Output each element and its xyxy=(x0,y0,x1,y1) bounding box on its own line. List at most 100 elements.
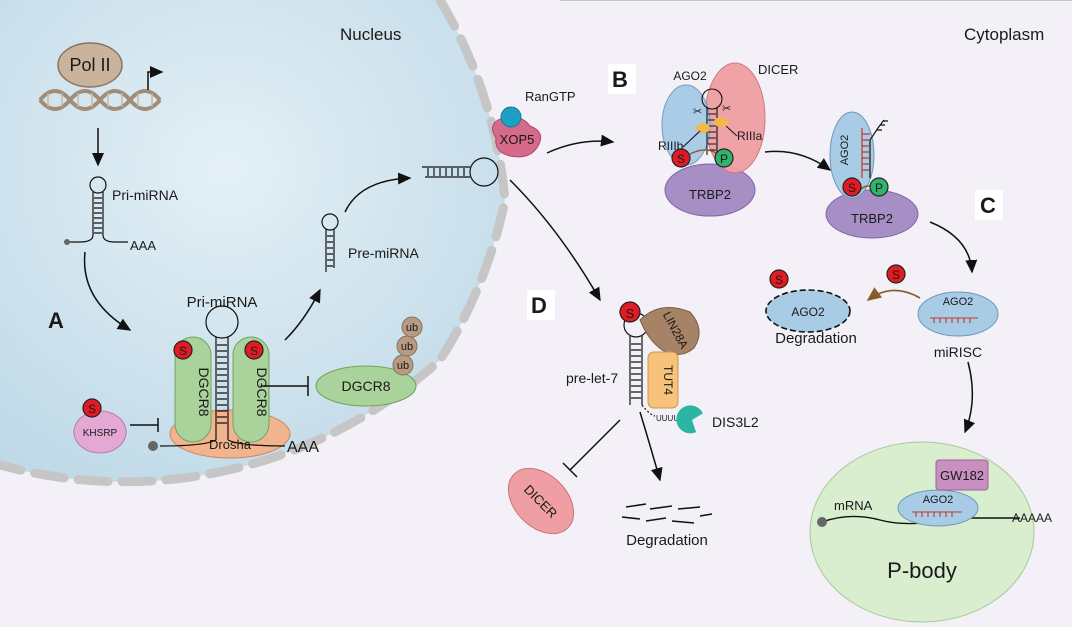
tut4-label: TUT4 xyxy=(661,365,675,395)
pri-mirna-complex-label: Pri-miRNA xyxy=(187,294,258,311)
s-label-khsrp: S xyxy=(88,402,96,416)
panel-b-box xyxy=(608,64,636,94)
khsrp-inhibition xyxy=(130,418,159,432)
mirisc-ago2-protein xyxy=(917,291,999,337)
khsrp-sumo-marker xyxy=(82,398,102,418)
trbp2-label-c: TRBP2 xyxy=(851,211,893,226)
sumo-marker-b xyxy=(671,148,691,168)
panel-d-box xyxy=(527,290,555,320)
p-body-region xyxy=(809,441,1035,623)
ubiquitin-chain xyxy=(392,316,423,376)
panel-label-c: C xyxy=(980,193,996,218)
riiia-label: RIIIa xyxy=(737,129,763,143)
sumo-marker-transfer xyxy=(886,264,906,284)
pol2-icon xyxy=(57,42,123,88)
sumo-marker-c xyxy=(842,177,862,197)
dis3l2-icon xyxy=(676,405,703,434)
p-label-b: P xyxy=(720,152,728,166)
arrow-to-let7 xyxy=(509,179,601,302)
s-label-transfer: S xyxy=(892,268,900,282)
arrow-to-ago2-degradation xyxy=(866,287,921,301)
dgcr8-left-protein xyxy=(174,336,212,443)
transcription-start-arrow xyxy=(147,66,164,90)
mrna-cap-icon xyxy=(817,517,827,527)
nucleus-region xyxy=(0,0,505,482)
p-body-label: P-body xyxy=(887,558,957,583)
ub-label-1: ub xyxy=(397,360,409,372)
ago2-label-mirisc: AGO2 xyxy=(943,296,974,308)
sumo-marker-d xyxy=(619,301,641,323)
panel-label-b: B xyxy=(612,67,628,92)
phospho-marker-b xyxy=(714,148,734,168)
phospho-marker-c xyxy=(869,177,889,197)
ago2-degraded-label: AGO2 xyxy=(791,305,825,319)
dna-rungs xyxy=(47,93,153,107)
degradation-c-label: Degradation xyxy=(775,330,857,347)
s-label-2: S xyxy=(250,344,258,358)
p-label-c: P xyxy=(875,181,883,195)
pre-mirna-label: Pre-miRNA xyxy=(348,245,419,261)
arrow-to-degradation-d xyxy=(639,411,663,482)
khsrp-label: KHSRP xyxy=(83,428,118,439)
scissors-icon-left: ✂ xyxy=(693,106,702,118)
arrow-to-dicer-complex xyxy=(546,134,615,154)
dgcr8-degraded-protein xyxy=(315,365,417,407)
cytoplasm-label: Cytoplasm xyxy=(964,25,1044,44)
s-label-1: S xyxy=(179,344,187,358)
pri-mirna-hairpin-complex xyxy=(159,305,286,447)
polya-tail-5: AAAAA xyxy=(1012,511,1052,525)
pre-mirna-export-hairpin xyxy=(422,157,499,187)
rnase-domain-b xyxy=(696,123,710,133)
degraded-rna-fragments xyxy=(621,503,713,524)
drosha-label: Drosha xyxy=(209,437,252,452)
lin28a-protein xyxy=(639,307,700,355)
scissors-icon-right: ✂ xyxy=(722,103,731,115)
sumo-marker-right xyxy=(244,340,264,360)
pre-mirna-hairpin xyxy=(321,213,339,272)
dgcr8-right-label: DGCR8 xyxy=(254,367,270,416)
s-label-c: S xyxy=(848,181,856,195)
arrow-to-mirisc xyxy=(929,221,978,274)
xpo5-label: XOP5 xyxy=(500,132,535,147)
ago2-degraded-protein xyxy=(765,289,851,333)
arrow-to-p-body xyxy=(963,361,976,434)
pri-mirna-top-label: Pri-miRNA xyxy=(112,187,179,203)
tut4-protein xyxy=(647,351,679,409)
gw182-label: GW182 xyxy=(940,468,984,483)
trbp2-label-b: TRBP2 xyxy=(689,187,731,202)
dicer-inhibited-protein xyxy=(507,467,575,535)
polya-tail-1: AAA xyxy=(130,238,156,253)
ago2-label-pbody: AGO2 xyxy=(923,494,954,506)
pre-mirna-in-dicer xyxy=(701,88,723,155)
rangtp-label: RanGTP xyxy=(525,89,576,104)
cap-icon-complex xyxy=(148,441,158,451)
mirisc-label: miRISC xyxy=(934,344,982,360)
dgcr8-left-label: DGCR8 xyxy=(196,367,212,416)
ago2-label-b: AGO2 xyxy=(673,69,707,83)
dicer-inhibition xyxy=(562,419,621,478)
polya-tail-2: AAA xyxy=(287,439,319,456)
dgcr8-right-protein xyxy=(232,336,270,443)
pre-let7-label: pre-let-7 xyxy=(566,370,618,386)
nucleus-label: Nucleus xyxy=(340,25,401,44)
s-label-degraded: S xyxy=(775,273,783,287)
arrow-to-ago2-loading xyxy=(764,150,832,171)
ub-label-2: ub xyxy=(401,341,413,353)
dgcr8-inhibition xyxy=(262,376,309,396)
trbp2-protein-b xyxy=(664,163,756,217)
dicer-protein xyxy=(704,62,766,174)
panel-label-d: D xyxy=(531,293,547,318)
dgcr8-degraded-label: DGCR8 xyxy=(341,378,390,394)
rnase-domain-a xyxy=(714,117,728,127)
sumo-marker-degraded xyxy=(769,269,789,289)
s-label-d: S xyxy=(626,306,635,321)
arrow-to-microprocessor xyxy=(83,251,132,331)
arrow-to-pre-mirna xyxy=(284,288,321,341)
ago2-label-c: AGO2 xyxy=(839,135,851,166)
mirna-duplex-c xyxy=(861,119,888,178)
xpo5-protein xyxy=(492,116,542,158)
uuuuu-label: UUUUU xyxy=(656,414,685,423)
pri-mirna-hairpin-top xyxy=(68,176,128,243)
